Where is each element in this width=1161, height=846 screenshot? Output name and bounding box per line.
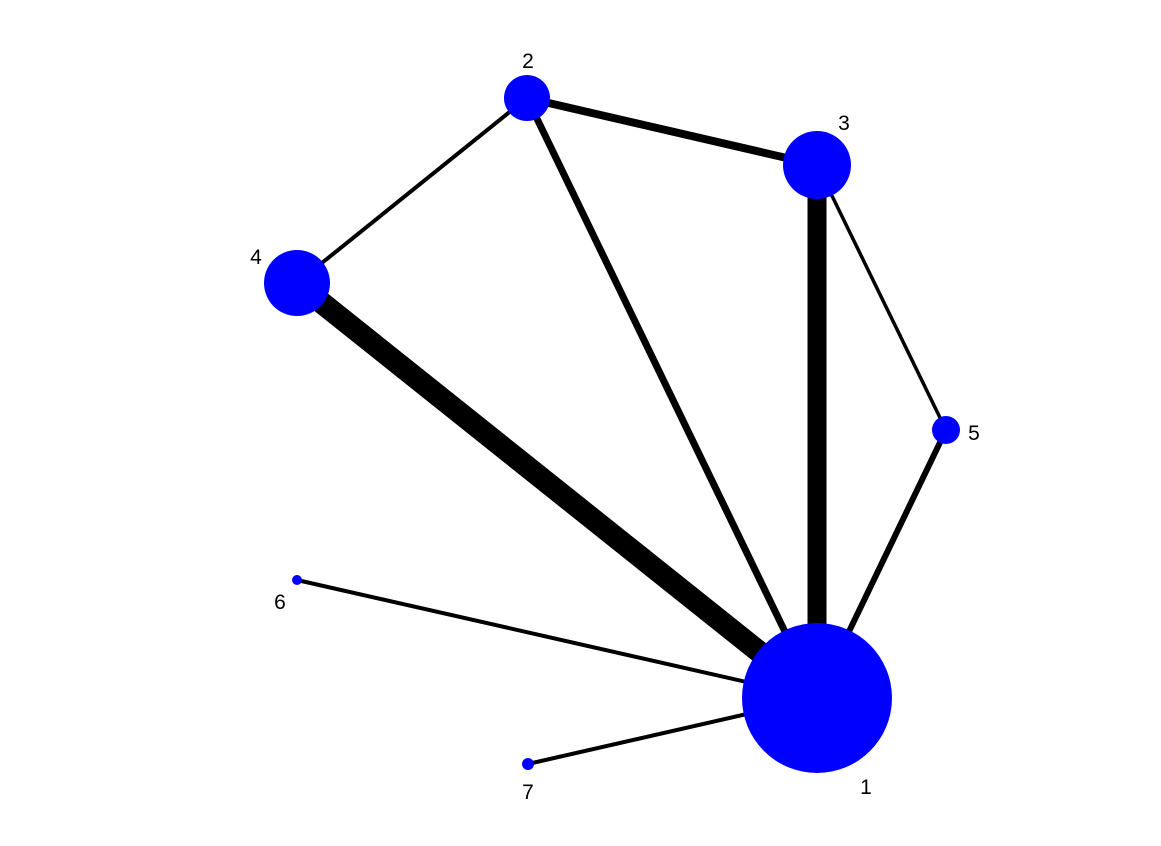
node-label-1: 1: [860, 776, 872, 799]
edge-2-3: [526, 94, 818, 169]
edge-2-4: [295, 96, 529, 285]
edge-6-1: [296, 578, 818, 700]
node-3: [783, 131, 851, 199]
node-1: [742, 623, 892, 773]
node-label-5: 5: [968, 422, 980, 445]
edge-2-1: [523, 96, 821, 700]
node-5: [932, 416, 960, 444]
labels-layer: 1 2 3 4 5 6 7: [250, 50, 980, 804]
node-label-3: 3: [838, 112, 850, 135]
node-7: [522, 758, 534, 770]
node-label-2: 2: [522, 50, 534, 73]
nodes-layer: [264, 75, 960, 773]
edge-4-1: [290, 274, 824, 707]
edge-3-5: [815, 164, 948, 431]
node-label-6: 6: [274, 591, 286, 614]
node-4: [264, 250, 330, 316]
node-label-4: 4: [250, 246, 262, 269]
edges-layer: [290, 94, 949, 766]
node-2: [504, 75, 550, 121]
node-label-7: 7: [522, 781, 534, 804]
node-6: [292, 575, 302, 585]
